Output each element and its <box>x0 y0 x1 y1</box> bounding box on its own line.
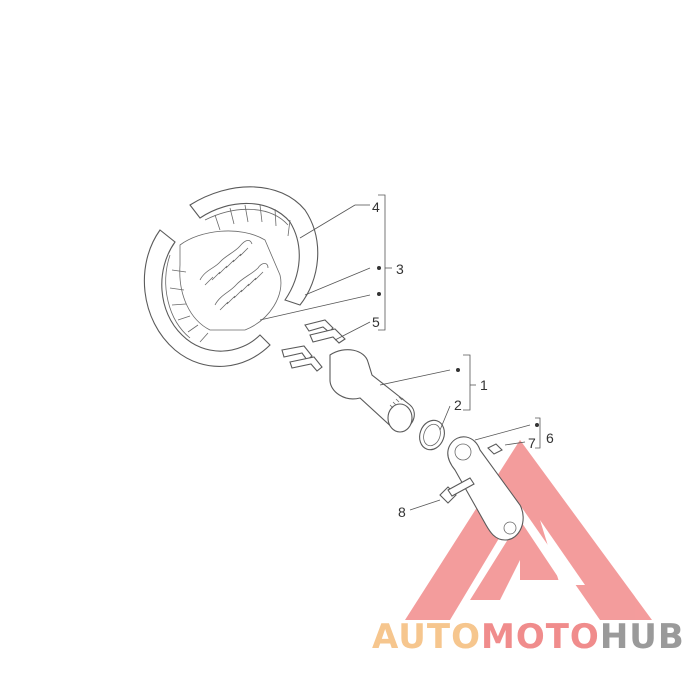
watermark-auto: AUTO <box>372 617 481 657</box>
callout-2: 2 <box>454 397 462 413</box>
washer <box>487 443 503 455</box>
callout-1: 1 <box>480 377 488 393</box>
callout-3: 3 <box>396 261 404 277</box>
callout-8: 8 <box>398 504 406 520</box>
spring <box>199 240 269 311</box>
watermark-logo <box>405 440 652 620</box>
o-ring <box>419 419 445 451</box>
callout-6: 6 <box>546 430 554 446</box>
brake-cam-shaft <box>329 349 415 433</box>
callout-4: 4 <box>372 199 380 215</box>
brake-shoe-assembly <box>143 186 319 367</box>
callout-5: 5 <box>372 314 380 330</box>
callout-7: 7 <box>528 435 536 451</box>
brake-lever <box>447 436 524 541</box>
bolt <box>439 477 475 504</box>
callout-lines <box>259 194 541 511</box>
svg-text:AUTOMOTOHUB: AUTOMOTOHUB <box>372 617 685 657</box>
watermark-moto: MOTO <box>481 617 600 657</box>
watermark-hub: HUB <box>600 617 685 657</box>
watermark-text: AUTOMOTOHUB <box>372 617 685 657</box>
callout-labels: 4 3 5 1 2 7 6 8 <box>372 199 554 520</box>
